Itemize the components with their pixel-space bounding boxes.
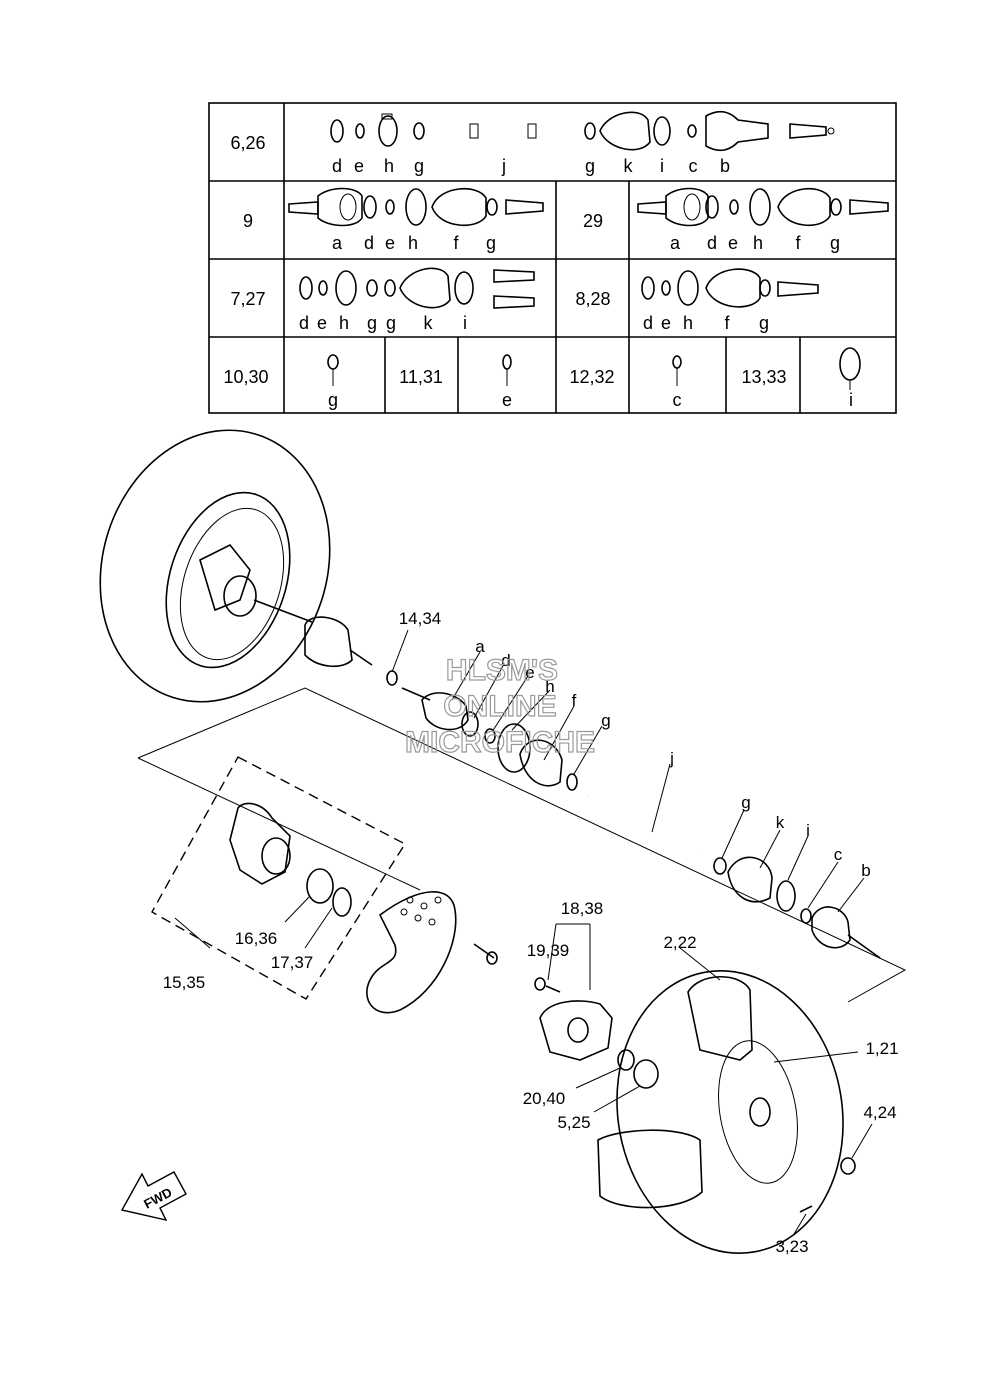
- callout-1-21: 1,21: [865, 1039, 898, 1058]
- callout-3-23: 3,23: [775, 1237, 808, 1256]
- svg-text:i: i: [660, 156, 664, 176]
- svg-text:g: g: [585, 156, 595, 176]
- callout-g-1: g: [601, 711, 610, 730]
- svg-text:a: a: [332, 233, 343, 253]
- row-ref-11-31: 11,31: [399, 367, 443, 387]
- row3-left-parts: [299, 267, 535, 309]
- knuckle-group: [151, 756, 407, 1000]
- svg-text:f: f: [724, 313, 730, 333]
- svg-text:h: h: [683, 313, 693, 333]
- svg-text:f: f: [795, 233, 801, 253]
- callout-2-22: 2,22: [663, 933, 696, 952]
- callout-g-2: g: [741, 793, 750, 812]
- svg-text:g: g: [830, 233, 840, 253]
- svg-text:b: b: [720, 156, 730, 176]
- row2-left-parts: [288, 187, 544, 227]
- callout-19-39: 19,39: [527, 941, 570, 960]
- drive-shaft: [386, 670, 881, 959]
- callout-18-38: 18,38: [561, 899, 604, 918]
- svg-text:e: e: [728, 233, 738, 253]
- row1-letters: d e h g j g k i c b: [332, 156, 730, 176]
- svg-text:f: f: [453, 233, 459, 253]
- svg-text:d: d: [643, 313, 653, 333]
- axis-guide: [137, 687, 907, 1003]
- svg-text:i: i: [463, 313, 467, 333]
- row1-parts: [330, 110, 835, 152]
- row-ref-7-27: 7,27: [230, 289, 265, 309]
- svg-text:d: d: [332, 156, 342, 176]
- row3-left-letters: d e h g g k i: [299, 313, 467, 333]
- parts-table: 6,26 9 29 7,27 8,28 10,30 11,31 12,32 13…: [208, 102, 897, 414]
- svg-text:c: c: [673, 390, 682, 410]
- row3-right-parts: [641, 268, 819, 308]
- svg-text:e: e: [502, 390, 512, 410]
- svg-text:k: k: [624, 156, 634, 176]
- row3-right-letters: d e h f g: [643, 313, 769, 333]
- callout-4-24: 4,24: [863, 1103, 896, 1122]
- callout-labels: 14,34 a d e h f g j g k i c b 16,36 17,3…: [163, 609, 899, 1256]
- row-ref-8-28: 8,28: [575, 289, 610, 309]
- callout-f: f: [572, 691, 577, 710]
- svg-text:g: g: [367, 313, 377, 333]
- callout-c: c: [834, 845, 843, 864]
- callout-20-40: 20,40: [523, 1089, 566, 1108]
- callout-15-35: 15,35: [163, 973, 206, 992]
- svg-text:MICROFICHE: MICROFICHE: [405, 726, 595, 759]
- leader-lines: [174, 629, 873, 1235]
- brake-disc: [366, 891, 498, 1014]
- svg-text:e: e: [385, 233, 395, 253]
- callout-a: a: [475, 637, 485, 656]
- wheel-upper-left: [99, 429, 373, 703]
- fwd-arrow-icon: FWD: [120, 1171, 187, 1222]
- svg-text:j: j: [501, 156, 506, 176]
- svg-text:g: g: [414, 156, 424, 176]
- callout-i: i: [806, 821, 810, 840]
- callout-5-25: 5,25: [557, 1113, 590, 1132]
- svg-text:g: g: [386, 313, 396, 333]
- row-ref-6-26: 6,26: [230, 133, 265, 153]
- svg-text:g: g: [759, 313, 769, 333]
- svg-text:h: h: [339, 313, 349, 333]
- row-ref-9: 9: [243, 211, 253, 231]
- svg-text:g: g: [328, 390, 338, 410]
- svg-text:e: e: [317, 313, 327, 333]
- callout-j: j: [669, 749, 674, 768]
- svg-text:h: h: [408, 233, 418, 253]
- row2-right-letters: a d e h f g: [670, 233, 840, 253]
- row2-right-parts: [637, 187, 889, 227]
- callout-14-34: 14,34: [399, 609, 442, 628]
- callout-h: h: [545, 677, 554, 696]
- svg-text:g: g: [486, 233, 496, 253]
- svg-text:h: h: [753, 233, 763, 253]
- row-ref-12-32: 12,32: [569, 367, 614, 387]
- callout-d: d: [501, 651, 510, 670]
- svg-text:c: c: [689, 156, 698, 176]
- callout-16-36: 16,36: [235, 929, 278, 948]
- svg-text:a: a: [670, 233, 681, 253]
- wheel-lower-right: [597, 970, 856, 1254]
- svg-text:i: i: [849, 390, 853, 410]
- row-ref-29: 29: [583, 211, 603, 231]
- svg-text:k: k: [424, 313, 434, 333]
- watermark: HLSM'S ONLINE MICROFICHE: [404, 653, 595, 759]
- wheel-hub: [534, 977, 659, 1089]
- svg-text:h: h: [384, 156, 394, 176]
- svg-text:d: d: [707, 233, 717, 253]
- row-ref-13-33: 13,33: [741, 367, 786, 387]
- callout-17-37: 17,37: [271, 953, 314, 972]
- svg-text:HLSM'S: HLSM'S: [446, 654, 558, 687]
- svg-text:ONLINE: ONLINE: [443, 690, 556, 723]
- svg-text:d: d: [364, 233, 374, 253]
- row-ref-10-30: 10,30: [223, 367, 268, 387]
- row2-left-letters: a d e h f g: [332, 233, 496, 253]
- callout-e: e: [525, 663, 534, 682]
- svg-text:e: e: [661, 313, 671, 333]
- svg-text:d: d: [299, 313, 309, 333]
- row4-parts: [327, 347, 861, 390]
- callout-k: k: [776, 813, 785, 832]
- callout-b: b: [861, 861, 870, 880]
- svg-text:e: e: [354, 156, 364, 176]
